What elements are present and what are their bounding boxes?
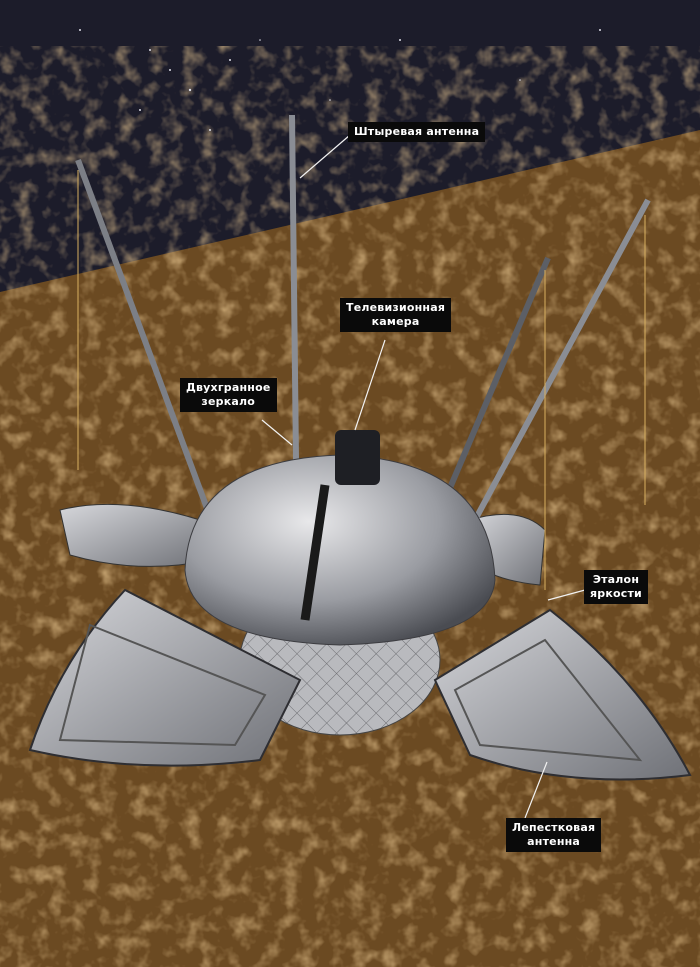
- label-dihedral-mirror: Двухгранное зеркало: [180, 378, 277, 412]
- label-text: антенна: [527, 835, 581, 848]
- label-tv-camera: Телевизионная камера: [340, 298, 452, 332]
- leader-lines: [261, 134, 586, 819]
- label-text: Штыревая антенна: [354, 125, 480, 138]
- label-text: камера: [371, 315, 420, 328]
- label-text: Телевизионная: [346, 301, 446, 314]
- label-text: зеркало: [201, 395, 256, 408]
- stars: [79, 29, 601, 131]
- label-text: яркости: [590, 587, 642, 600]
- label-petal-antenna: Лепестковая антенна: [506, 818, 602, 852]
- label-brightness-standard: Эталон яркости: [584, 570, 648, 604]
- label-text: Двухгранное: [186, 381, 271, 394]
- label-text: Эталон: [592, 573, 640, 586]
- label-whip-antenna: Штыревая антенна: [348, 122, 486, 142]
- lander: [28, 114, 692, 781]
- label-text: Лепестковая: [512, 821, 596, 834]
